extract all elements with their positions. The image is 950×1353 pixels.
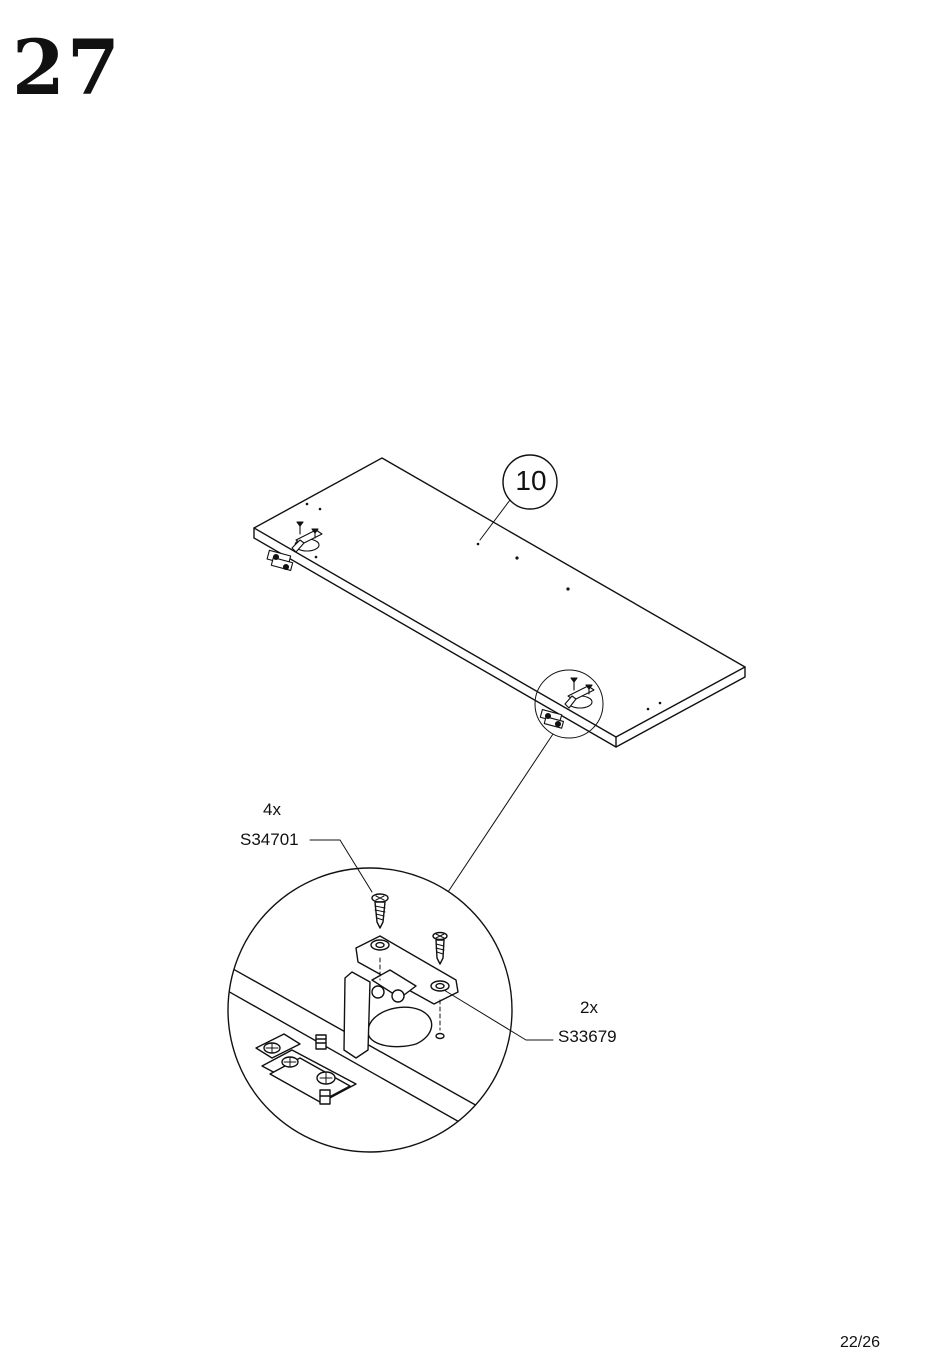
page-number: 22/26 [840, 1335, 880, 1351]
fitting-code: S33679 [558, 1028, 617, 1045]
fitting-quantity: 2x [580, 999, 598, 1016]
panel-10 [254, 458, 745, 747]
part-number: 10 [510, 467, 552, 495]
fitting-quantity: 4x [263, 801, 281, 818]
fitting-code: S34701 [240, 831, 299, 848]
detail-leader [448, 734, 553, 892]
